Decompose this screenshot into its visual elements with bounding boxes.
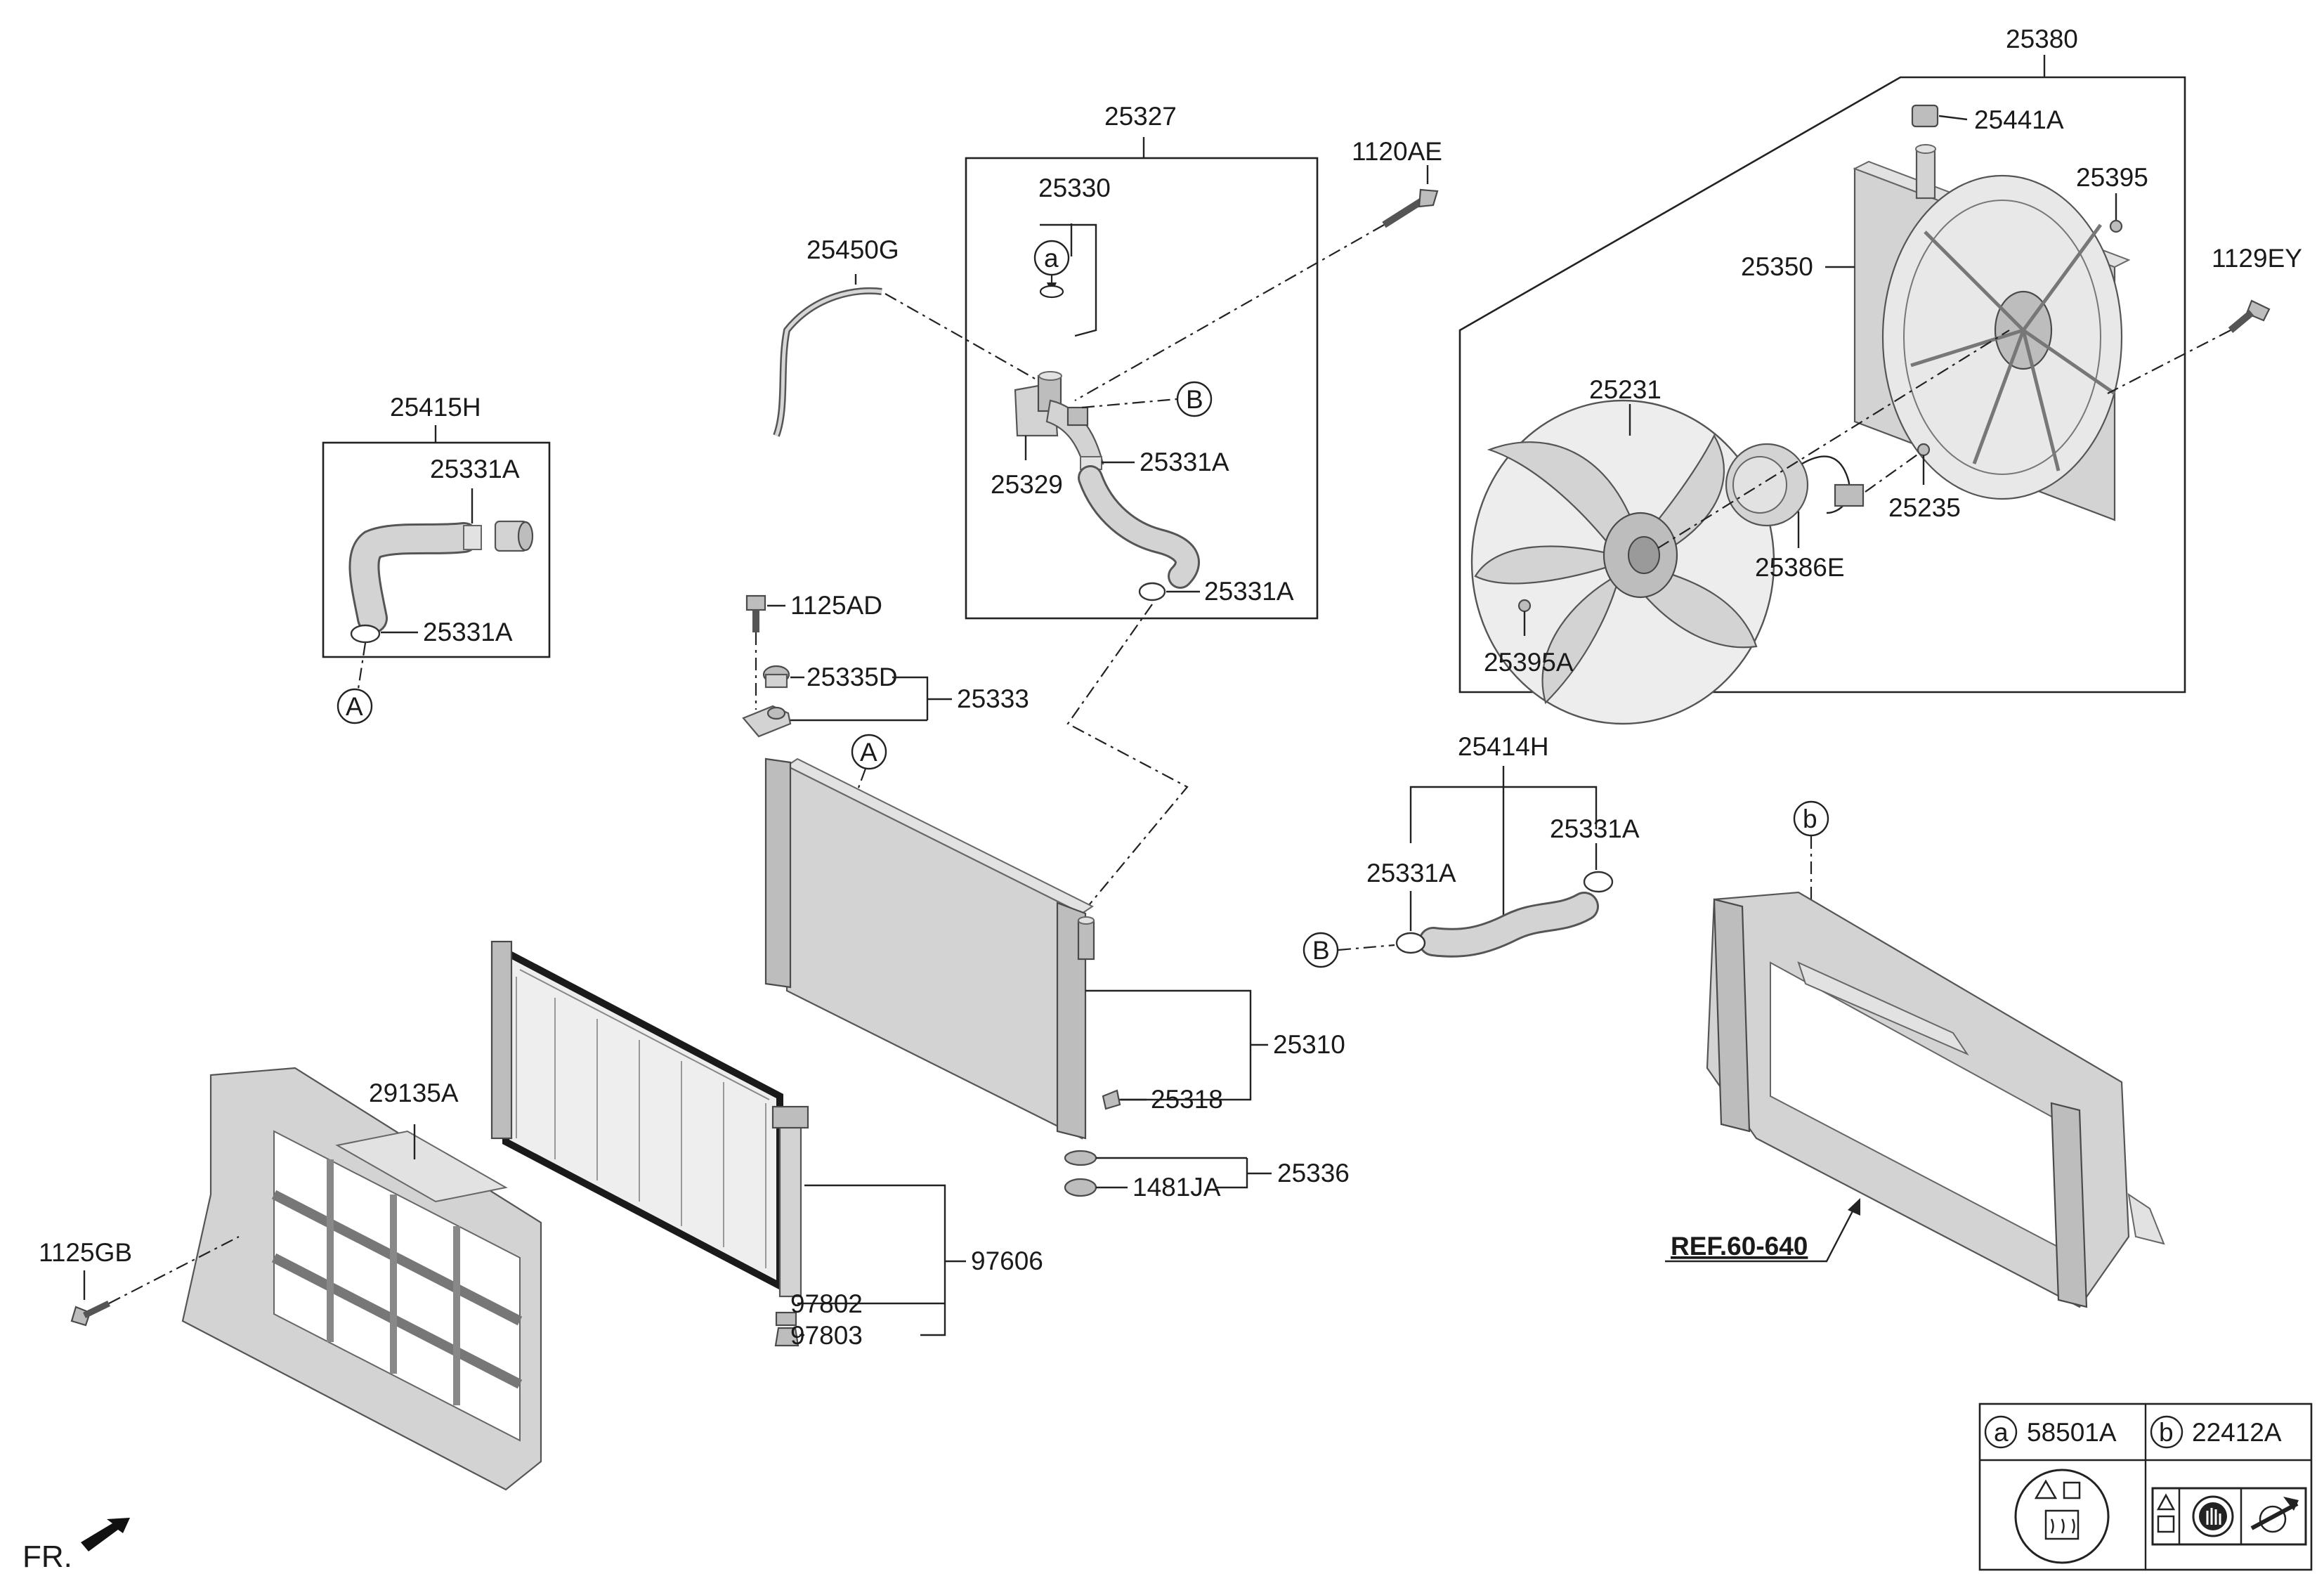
label-25380: 25380: [2006, 25, 2078, 53]
callout-a: [1033, 240, 1070, 276]
hose-25450G[interactable]: [773, 287, 882, 437]
filter-97803[interactable]: [774, 1327, 799, 1347]
label-1125GB: 1125GB: [39, 1238, 132, 1267]
callout-A-left-text: A: [346, 692, 363, 721]
bolt-1129EY[interactable]: [2228, 299, 2271, 333]
label-25329: 25329: [991, 470, 1063, 499]
label-25395A: 25395A: [1484, 648, 1574, 677]
label-25331A-l2: 25331A: [423, 618, 513, 646]
fan-shroud-25350[interactable]: [1853, 144, 2131, 521]
label-97803: 97803: [790, 1321, 863, 1350]
front-end-carrier-frame[interactable]: [1706, 891, 2165, 1308]
cap-25441A[interactable]: [1911, 104, 1939, 128]
label-25336: 25336: [1277, 1159, 1350, 1187]
hose-group-25414H: 25414H 25331A 25331A B: [1303, 732, 1640, 968]
callout-a-text: a: [1044, 244, 1059, 273]
label-1129EY: 1129EY: [2212, 244, 2302, 273]
label-25231: 25231: [1589, 375, 1662, 404]
caution-label-a-icon: [2014, 1469, 2110, 1564]
filler-neck-group: 25327 25330 a 25329 25331A 25331A B: [965, 102, 1319, 620]
clamp-25331A-l1[interactable]: [463, 525, 482, 550]
legend-a-circle: [1984, 1415, 2018, 1449]
o-ring-a[interactable]: [1039, 285, 1064, 299]
front-arrow-icon: [81, 1518, 130, 1551]
callout-A-radiator: [851, 734, 887, 770]
label-25441A: 25441A: [1974, 105, 2064, 134]
screw-25395[interactable]: [2109, 219, 2123, 233]
label-25318: 25318: [1151, 1085, 1223, 1114]
callout-B-top: [1176, 381, 1213, 417]
plug-97802[interactable]: [775, 1311, 797, 1327]
front-label: FR.: [22, 1540, 72, 1574]
label-25386E: 25386E: [1755, 553, 1845, 582]
label-1120AE: 1120AE: [1352, 137, 1442, 166]
legend-a-key: a: [1994, 1418, 2009, 1447]
label-25330: 25330: [1038, 174, 1111, 202]
warning-label-b-icon: [2151, 1487, 2307, 1546]
condenser-97606[interactable]: [490, 940, 809, 1298]
filler-neck-25329[interactable]: [1014, 371, 1104, 472]
label-25331A-top: 25331A: [1140, 448, 1229, 476]
callout-B-right: [1303, 932, 1339, 968]
callout-b-frame: [1793, 800, 1829, 837]
label-97606: 97606: [971, 1247, 1043, 1275]
legend-table: a 58501A b 22412A: [1978, 1402, 2313, 1571]
screw-25395A[interactable]: [1517, 599, 1532, 613]
hose-group-25415H: 25415H 25331A 25331A A: [322, 393, 551, 724]
label-25331A-hose: 25331A: [1204, 577, 1294, 606]
fan-blade-25231[interactable]: [1470, 399, 1775, 725]
label-25350: 25350: [1741, 252, 1813, 281]
label-25331A-r2: 25331A: [1550, 814, 1640, 843]
legend-b-key: b: [2159, 1418, 2174, 1447]
label-1125AD: 1125AD: [790, 591, 882, 620]
legend-a-part[interactable]: 58501A: [2027, 1418, 2117, 1447]
callout-b-frame-text: b: [1803, 805, 1817, 833]
callout-A-radiator-text: A: [860, 738, 877, 767]
label-29135A: 29135A: [369, 1079, 459, 1107]
label-25331A-l1: 25331A: [430, 455, 520, 483]
legend-b-circle: [2150, 1415, 2183, 1449]
label-25327: 25327: [1104, 102, 1177, 131]
bolt-1125AD[interactable]: [745, 594, 766, 632]
fan-motor-25386E[interactable]: [1725, 443, 1865, 527]
fitting-25415H[interactable]: [494, 520, 534, 552]
label-25415H: 25415H: [390, 393, 481, 422]
callout-B-top-text: B: [1186, 385, 1203, 414]
fan-shroud-group: 25380 25350 25441A 25395: [1458, 25, 2302, 725]
radiator-25310[interactable]: [764, 757, 1095, 1140]
clamp-25331A-l2[interactable]: [350, 624, 381, 644]
label-25450G: 25450G: [807, 235, 899, 264]
mount-25336[interactable]: [1064, 1150, 1097, 1166]
bolt-1120AE[interactable]: [1382, 188, 1439, 228]
mount-1481JA[interactable]: [1064, 1178, 1097, 1197]
drain-plug-25318[interactable]: [1102, 1089, 1121, 1110]
label-25310: 25310: [1273, 1030, 1345, 1059]
bolt-1125GB[interactable]: [70, 1300, 110, 1327]
screw-25235[interactable]: [1917, 443, 1931, 457]
label-25235: 25235: [1888, 493, 1961, 522]
label-25331A-r1: 25331A: [1366, 859, 1456, 887]
label-25395: 25395: [2076, 163, 2148, 192]
group-box-25380: [1458, 76, 2186, 694]
callout-A-left: [337, 688, 373, 724]
label-25335D: 25335D: [807, 663, 898, 691]
clamp-25331A-r1[interactable]: [1395, 932, 1426, 954]
bushing-25335D[interactable]: [762, 665, 790, 689]
ref-60-640[interactable]: REF.60-640: [1671, 1232, 1808, 1261]
group-box-25327: [965, 157, 1319, 620]
label-1481JA: 1481JA: [1132, 1173, 1221, 1202]
label-25414H: 25414H: [1458, 732, 1549, 761]
clamp-25331A-r2[interactable]: [1583, 871, 1614, 893]
label-25333: 25333: [957, 684, 1029, 713]
callout-B-right-text: B: [1312, 936, 1330, 965]
air-guard-29135A[interactable]: [181, 1067, 542, 1491]
legend-b-part[interactable]: 22412A: [2192, 1418, 2282, 1447]
clamp-25331A-hose[interactable]: [1138, 582, 1166, 601]
bracket-25333[interactable]: [742, 705, 792, 738]
label-97802: 97802: [790, 1289, 863, 1318]
